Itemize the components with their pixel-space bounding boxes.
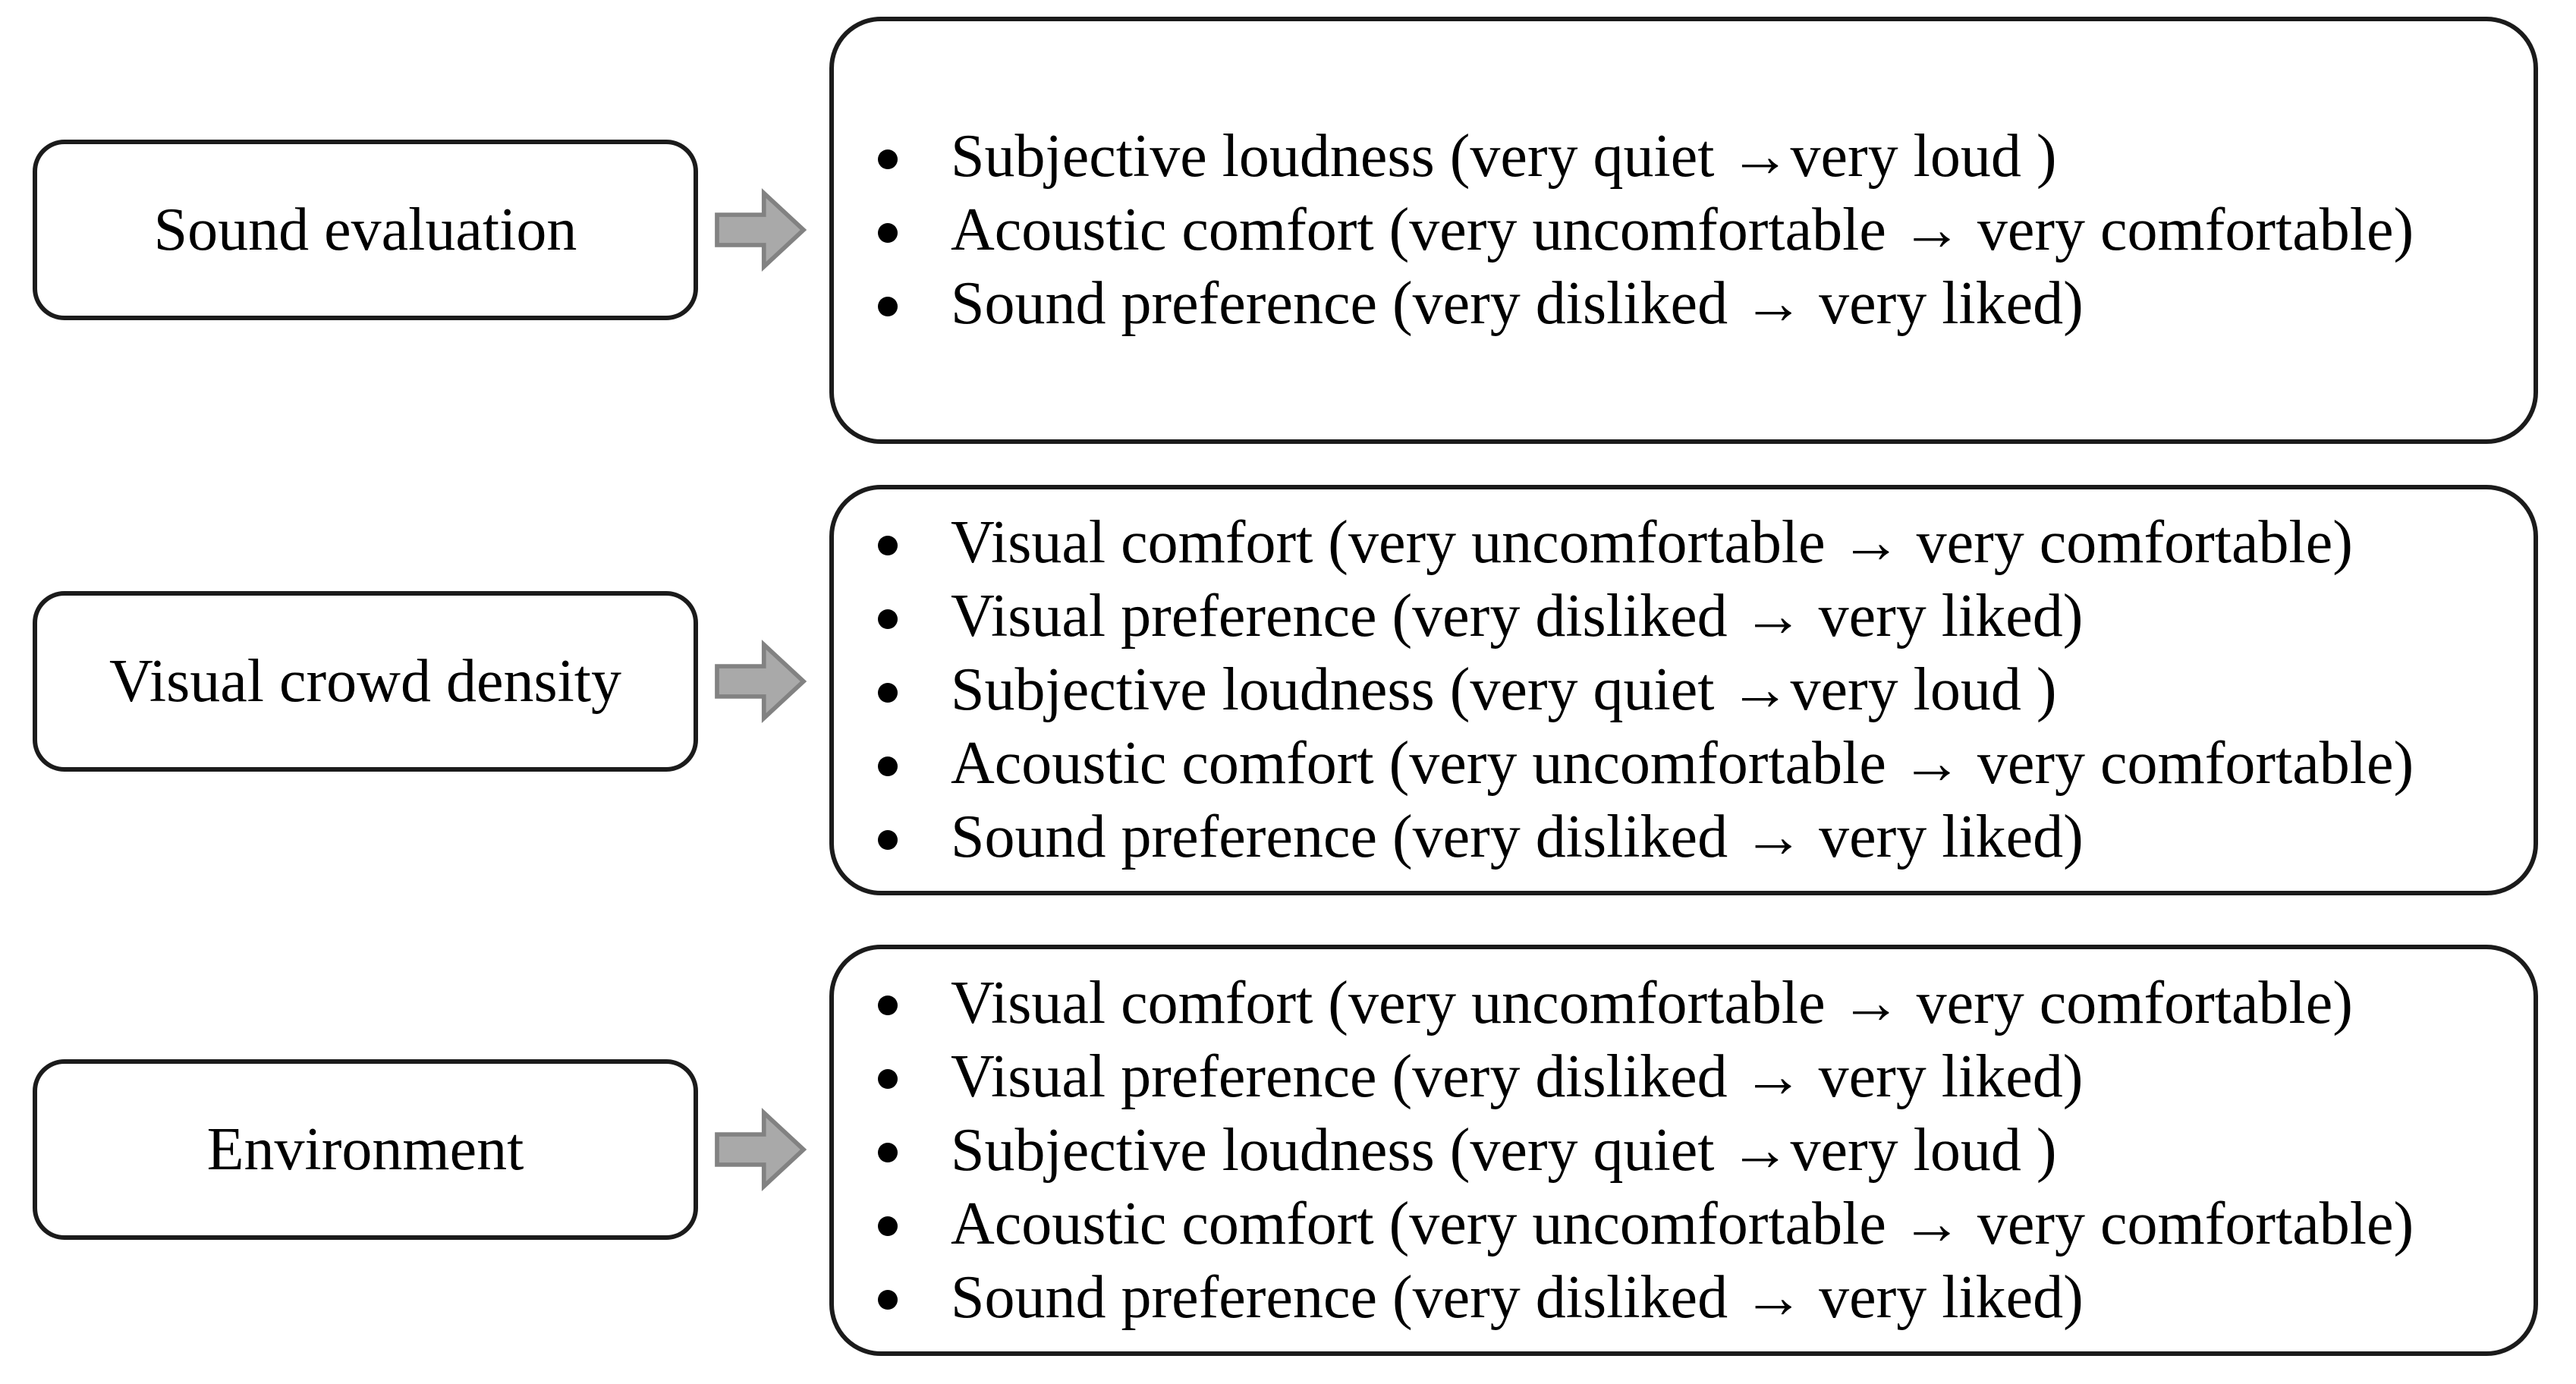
list-item-text: Visual preference (very disliked → very … [951, 1043, 2084, 1110]
list-item-text: Visual comfort (very uncomfortable → ver… [951, 969, 2353, 1036]
list-item-text: Sound preference (very disliked → very l… [951, 804, 2084, 870]
list-item: Visual preference (very disliked → very … [878, 580, 2503, 653]
bullet-icon [878, 1143, 898, 1162]
list-item: Subjective loudness (very quiet →very lo… [878, 1114, 2503, 1187]
list-item: Sound preference (very disliked → very l… [878, 267, 2503, 341]
list-item: Sound preference (very disliked → very l… [878, 801, 2503, 874]
list-item: Sound preference (very disliked → very l… [878, 1261, 2503, 1335]
visual-crowd-density-list: Visual comfort (very uncomfortable → ver… [834, 506, 2534, 874]
label-visual-crowd-density: Visual crowd density [109, 648, 622, 715]
bullet-icon [878, 996, 898, 1015]
arrow-right-icon [715, 188, 807, 272]
list-item: Subjective loudness (very quiet →very lo… [878, 120, 2503, 193]
bullet-icon [878, 149, 898, 169]
list-box-visual-crowd-density: Visual comfort (very uncomfortable → ver… [829, 485, 2538, 895]
bullet-icon [878, 756, 898, 776]
list-item-text: Sound preference (very disliked → very l… [951, 270, 2084, 337]
sound-evaluation-list: Subjective loudness (very quiet →very lo… [834, 120, 2534, 341]
list-item: Acoustic comfort (very uncomfortable → v… [878, 727, 2503, 801]
bullet-icon [878, 829, 898, 850]
list-item-text: Acoustic comfort (very uncomfortable → v… [951, 1190, 2414, 1257]
list-item-text: Acoustic comfort (very uncomfortable → v… [951, 730, 2414, 797]
list-item: Subjective loudness (very quiet →very lo… [878, 653, 2503, 727]
list-item-text: Visual preference (very disliked → very … [951, 583, 2084, 650]
bullet-icon [878, 682, 898, 703]
list-item-text: Subjective loudness (very quiet →very lo… [951, 123, 2057, 190]
bullet-icon [878, 609, 898, 629]
arrow-right-shape [715, 640, 807, 723]
label-box-environment: Environment [33, 1059, 698, 1240]
list-item-text: Sound preference (very disliked → very l… [951, 1263, 2084, 1331]
list-item-text: Subjective loudness (very quiet →very lo… [951, 656, 2057, 723]
list-item-text: Subjective loudness (very quiet →very lo… [951, 1116, 2057, 1184]
bullet-icon [878, 1216, 898, 1236]
label-environment: Environment [206, 1116, 524, 1183]
list-item-text: Acoustic comfort (very uncomfortable → v… [951, 197, 2414, 263]
bullet-icon [878, 1069, 898, 1089]
list-item: Acoustic comfort (very uncomfortable → v… [878, 193, 2503, 267]
list-box-environment: Visual comfort (very uncomfortable → ver… [829, 945, 2538, 1356]
arrow-right-icon [715, 640, 807, 723]
bullet-icon [878, 1290, 898, 1310]
list-box-sound-evaluation: Subjective loudness (very quiet →very lo… [829, 17, 2538, 444]
arrow-right-shape [715, 188, 807, 272]
list-item: Visual preference (very disliked → very … [878, 1040, 2503, 1114]
label-box-sound-evaluation: Sound evaluation [33, 140, 698, 320]
label-box-visual-crowd-density: Visual crowd density [33, 591, 698, 772]
arrow-right-shape [715, 1108, 807, 1191]
bullet-icon [878, 222, 898, 243]
list-item-text: Visual comfort (very uncomfortable → ver… [951, 509, 2353, 576]
environment-list: Visual comfort (very uncomfortable → ver… [834, 967, 2534, 1335]
list-item: Visual comfort (very uncomfortable → ver… [878, 506, 2503, 580]
arrow-right-icon [715, 1108, 807, 1191]
bullet-icon [878, 296, 898, 316]
bullet-icon [878, 535, 898, 555]
list-item: Visual comfort (very uncomfortable → ver… [878, 967, 2503, 1040]
label-sound-evaluation: Sound evaluation [153, 197, 577, 263]
list-item: Acoustic comfort (very uncomfortable → v… [878, 1187, 2503, 1261]
